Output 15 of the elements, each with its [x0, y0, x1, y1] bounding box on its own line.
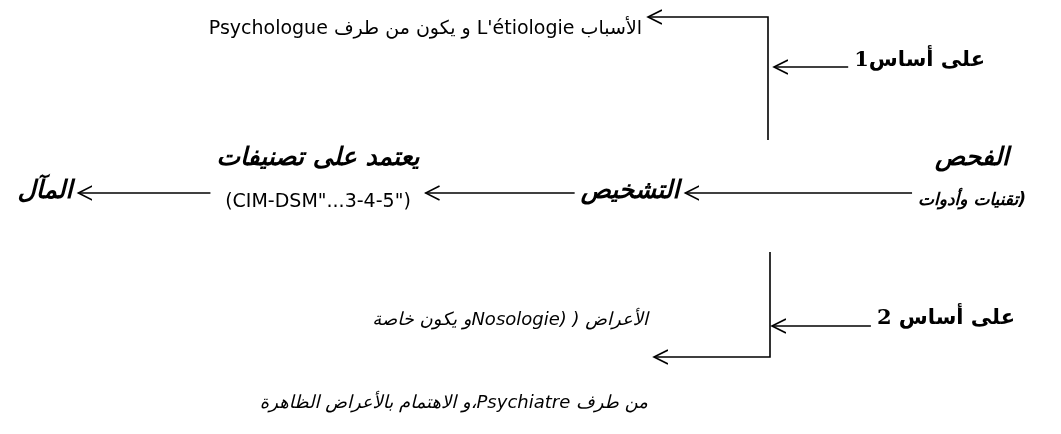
arrow [773, 59, 849, 75]
classification-note: (CIM-DSM"...3-4-5") [225, 189, 411, 211]
symptom-text: من طرف Psychiatre،و الاهتمام بالأعراض الظاهرة [259, 391, 648, 412]
basis-label: على أساس1 [854, 46, 985, 71]
arrow [77, 185, 212, 201]
arrow [771, 318, 872, 334]
cause-text: الأسباب L'étiologie و يكون من طرف Psychologue [208, 16, 642, 38]
arrow [424, 185, 576, 201]
arrow [653, 251, 771, 365]
basis-label: على أساس 2 [876, 304, 1015, 329]
node-subtitle: (تقنيات وأدوات [918, 189, 1026, 209]
symptom-text: الأعراض ( (Nosologieو يكون خاصة [372, 308, 648, 329]
arrow [684, 185, 913, 201]
node-heading: يعتمد على تصنيفات [216, 142, 420, 171]
arrow [647, 9, 769, 141]
